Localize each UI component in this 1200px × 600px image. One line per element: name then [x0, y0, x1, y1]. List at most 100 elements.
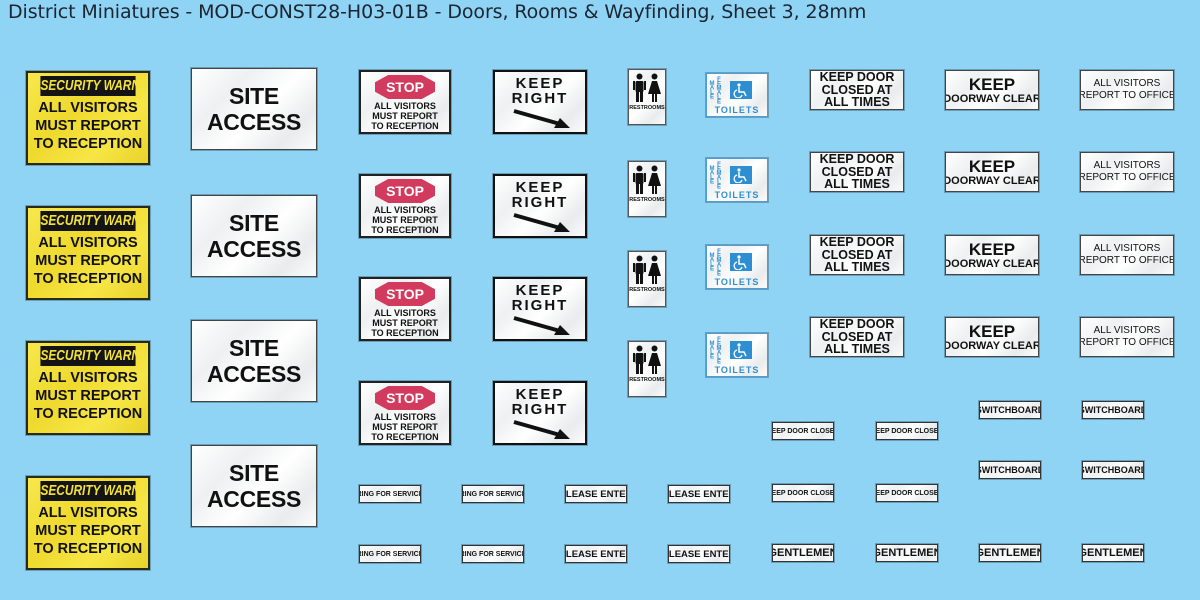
keep-doorway-clear-sign: KEEP DOORWAY CLEAR — [945, 70, 1039, 110]
sign-line: REPORT TO OFFICE — [1080, 255, 1174, 266]
sign-line: ALL VISITORS — [1093, 160, 1161, 171]
sign-line: ALL VISITORS — [1093, 78, 1161, 89]
sign-line: DOORWAY CLEAR — [945, 257, 1039, 270]
please-enter-plate: PLEASE ENTER — [668, 545, 730, 563]
security-warning-sign: SECURITY WARNING ALL VISITORS MUST REPOR… — [26, 476, 150, 570]
gentlemen-plate: GENTLEMEN — [979, 544, 1041, 562]
wheelchair-icon — [730, 81, 752, 99]
sign-line: TO RECEPTION — [33, 406, 143, 422]
male-icon — [633, 345, 646, 374]
keep-right-sign: KEEP RIGHT — [493, 381, 587, 445]
sign-line: TO RECEPTION — [371, 432, 439, 442]
switchboard-plate: SWITCHBOARD — [979, 401, 1041, 419]
ring-for-service-plate: RING FOR SERVICE — [462, 545, 524, 563]
ring-for-service-plate: RING FOR SERVICE — [359, 485, 421, 503]
stop-sign: STOP ALL VISITORS MUST REPORT TO RECEPTI… — [359, 174, 451, 238]
sign-line: ALL VISITORS — [374, 412, 436, 422]
toilets-sign: MALE FEMALE TOILETS — [706, 333, 768, 377]
sign-line: SITE — [229, 83, 279, 109]
sign-line: ALL TIMES — [824, 177, 890, 192]
restrooms-sign: RESTROOMS — [628, 251, 666, 307]
sign-line: ALL VISITORS — [1093, 325, 1161, 336]
toilets-label: TOILETS — [714, 105, 760, 115]
sign-line: ALL VISITORS — [374, 101, 436, 111]
sign-line: REPORT TO OFFICE — [1080, 172, 1174, 183]
keep-doorway-clear-sign: KEEP DOORWAY CLEAR — [945, 152, 1039, 192]
toilets-sign: MALE FEMALE TOILETS — [706, 73, 768, 117]
sign-line: DOORWAY CLEAR — [945, 174, 1039, 187]
sign-line: KEEP DOOR — [819, 235, 895, 250]
sign-line: ALL VISITORS — [1093, 243, 1161, 254]
male-female-icon — [633, 345, 661, 375]
sign-line: CLOSED AT — [821, 247, 893, 262]
restrooms-label: RESTROOMS — [629, 287, 665, 293]
keep-doorway-clear-sign: KEEP DOORWAY CLEAR — [945, 235, 1039, 275]
stop-sign: STOP ALL VISITORS MUST REPORT TO RECEPTI… — [359, 381, 451, 445]
arrow-down-right-icon — [513, 420, 570, 439]
male-icon — [633, 165, 646, 194]
sign-line: MUST REPORT — [35, 118, 141, 134]
sign-header: SECURITY WARNING — [40, 211, 150, 231]
security-warning-sign: SECURITY WARNING ALL VISITORS MUST REPOR… — [26, 206, 150, 300]
sign-line: ACCESS — [206, 361, 302, 387]
switchboard-plate: SWITCHBOARD — [1082, 401, 1144, 419]
sign-line: MUST REPORT — [35, 388, 141, 404]
sign-line: TO RECEPTION — [33, 271, 143, 287]
restrooms-sign: RESTROOMS — [628, 161, 666, 217]
gentlemen-plate: GENTLEMEN — [1082, 544, 1144, 562]
stop-octagon: STOP — [375, 386, 435, 410]
security-warning-sign: SECURITY WARNING ALL VISITORS MUST REPOR… — [26, 341, 150, 435]
sign-line: ALL VISITORS — [38, 235, 138, 251]
sign-line: ACCESS — [206, 236, 302, 262]
sign-line: KEEP — [515, 179, 565, 196]
all-visitors-report-sign: ALL VISITORS REPORT TO OFFICE — [1080, 70, 1174, 110]
gentlemen-plate: GENTLEMEN — [772, 544, 834, 562]
wheelchair-icon — [730, 253, 752, 271]
stop-octagon: STOP — [375, 75, 435, 99]
security-warning-sign: SECURITY WARNING ALL VISITORS MUST REPOR… — [26, 71, 150, 165]
sign-line: MUST REPORT — [35, 253, 141, 269]
site-access-sign: SITE ACCESS — [191, 445, 317, 527]
sign-line: KEEP DOOR — [819, 152, 895, 167]
sign-line: TO RECEPTION — [33, 136, 143, 152]
sign-line: KEEP — [968, 156, 1016, 176]
sign-line: TO RECEPTION — [371, 121, 439, 131]
sign-line: ALL VISITORS — [38, 100, 138, 116]
site-access-sign: SITE ACCESS — [191, 320, 317, 402]
male-icon — [633, 255, 646, 284]
sign-line: RIGHT — [511, 401, 569, 418]
sign-line: KEEP — [968, 239, 1016, 259]
toilets-sign: MALE FEMALE TOILETS — [706, 245, 768, 289]
sign-line: KEEP — [515, 75, 565, 92]
sign-line: DOORWAY CLEAR — [945, 339, 1039, 352]
sign-line: MUST REPORT — [372, 111, 438, 121]
stop-octagon: STOP — [375, 179, 435, 203]
keep-right-sign: KEEP RIGHT — [493, 174, 587, 238]
sign-line: MUST REPORT — [35, 523, 141, 539]
keep-door-closed-plate: KEEP DOOR CLOSED — [772, 422, 834, 440]
female-icon — [648, 255, 661, 284]
sign-line: REPORT TO OFFICE — [1080, 90, 1174, 101]
sign-line: SITE — [229, 460, 279, 486]
female-label: FEMALE — [716, 161, 722, 189]
sign-line: MUST REPORT — [372, 318, 438, 328]
sign-line: KEEP — [515, 282, 565, 299]
sign-line: ACCESS — [206, 109, 302, 135]
female-icon — [648, 73, 661, 102]
male-label: MALE — [709, 253, 715, 271]
sign-line: KEEP DOOR — [819, 70, 895, 85]
restrooms-label: RESTROOMS — [629, 197, 665, 203]
sign-line: CLOSED AT — [821, 82, 893, 97]
male-label: MALE — [709, 166, 715, 184]
sign-header: SECURITY WARNING — [40, 76, 150, 96]
gentlemen-plate: GENTLEMEN — [876, 544, 938, 562]
arrow-down-right-icon — [513, 213, 570, 232]
sign-line: KEEP — [968, 321, 1016, 341]
all-visitors-report-sign: ALL VISITORS REPORT TO OFFICE — [1080, 235, 1174, 275]
female-icon — [648, 165, 661, 194]
restrooms-label: RESTROOMS — [629, 377, 665, 383]
switchboard-plate: SWITCHBOARD — [1082, 461, 1144, 479]
restrooms-sign: RESTROOMS — [628, 341, 666, 397]
female-icon — [648, 345, 661, 374]
ring-for-service-plate: RING FOR SERVICE — [359, 545, 421, 563]
